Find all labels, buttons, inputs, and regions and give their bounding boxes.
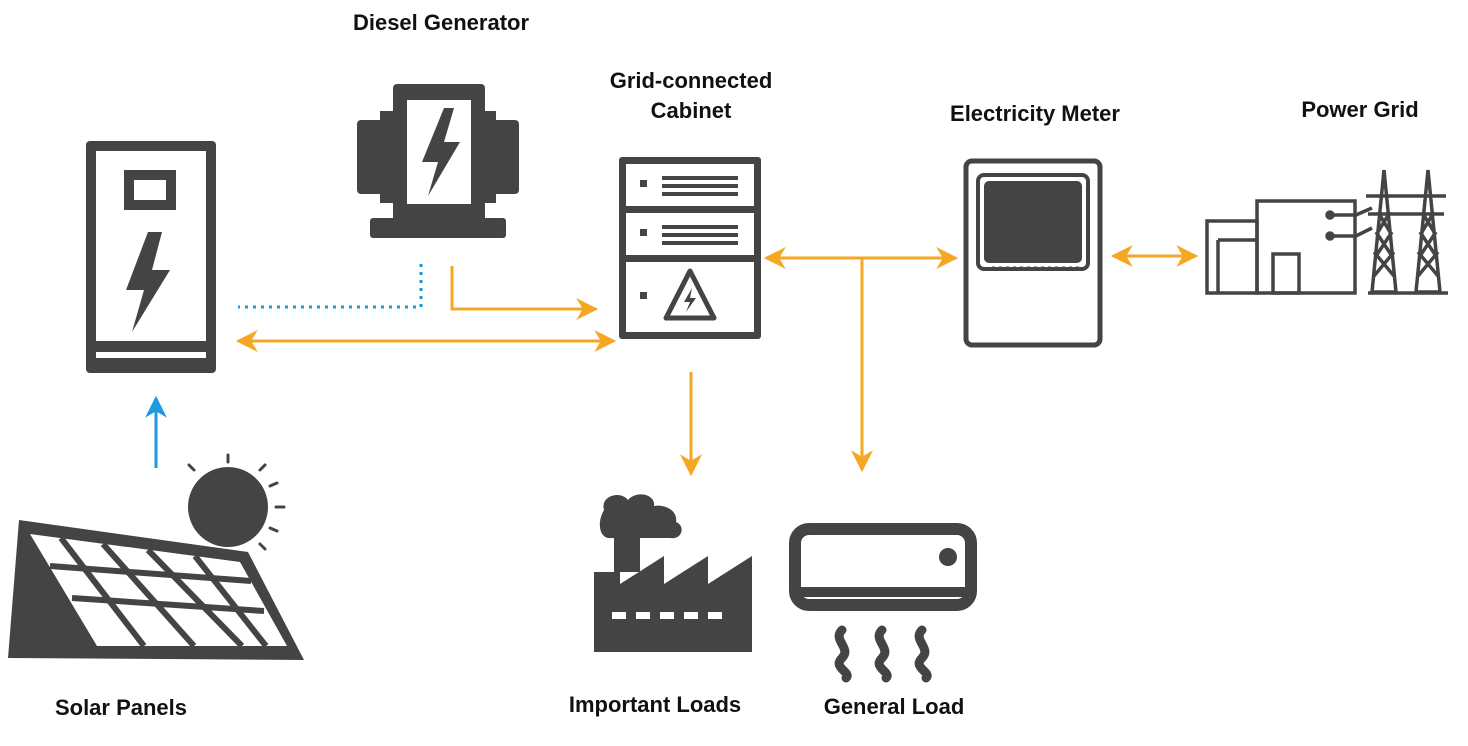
cabinet-label-line2: Cabinet xyxy=(650,98,732,123)
cabinet-label-line1: Grid-connected xyxy=(609,68,773,93)
generator-to-cabinet-line xyxy=(450,266,599,320)
power-grid-label: Power Grid xyxy=(1301,97,1419,122)
dc-flow-lines xyxy=(145,264,423,468)
inverter-cabinet-icon xyxy=(86,141,216,373)
sun-icon xyxy=(187,453,286,551)
important-loads-label: Important Loads xyxy=(568,692,742,717)
factory-icon xyxy=(594,494,752,652)
air-conditioner-icon xyxy=(789,523,977,683)
electricity-meter-icon xyxy=(963,158,1103,348)
grid-cabinet-icon xyxy=(619,157,761,339)
ac-flow-lines xyxy=(235,245,1199,477)
solar-panel-icon xyxy=(8,453,304,660)
general-load-label: General Load xyxy=(823,694,965,719)
generator-standby-line xyxy=(238,264,423,309)
solar-panels-label: Solar Panels xyxy=(54,695,188,720)
electricity-meter-label: Electricity Meter xyxy=(950,101,1120,126)
power-grid-icon xyxy=(1205,169,1448,295)
diesel-generator-icon xyxy=(357,84,519,238)
diesel-generator-label: Diesel Generator xyxy=(352,10,530,35)
